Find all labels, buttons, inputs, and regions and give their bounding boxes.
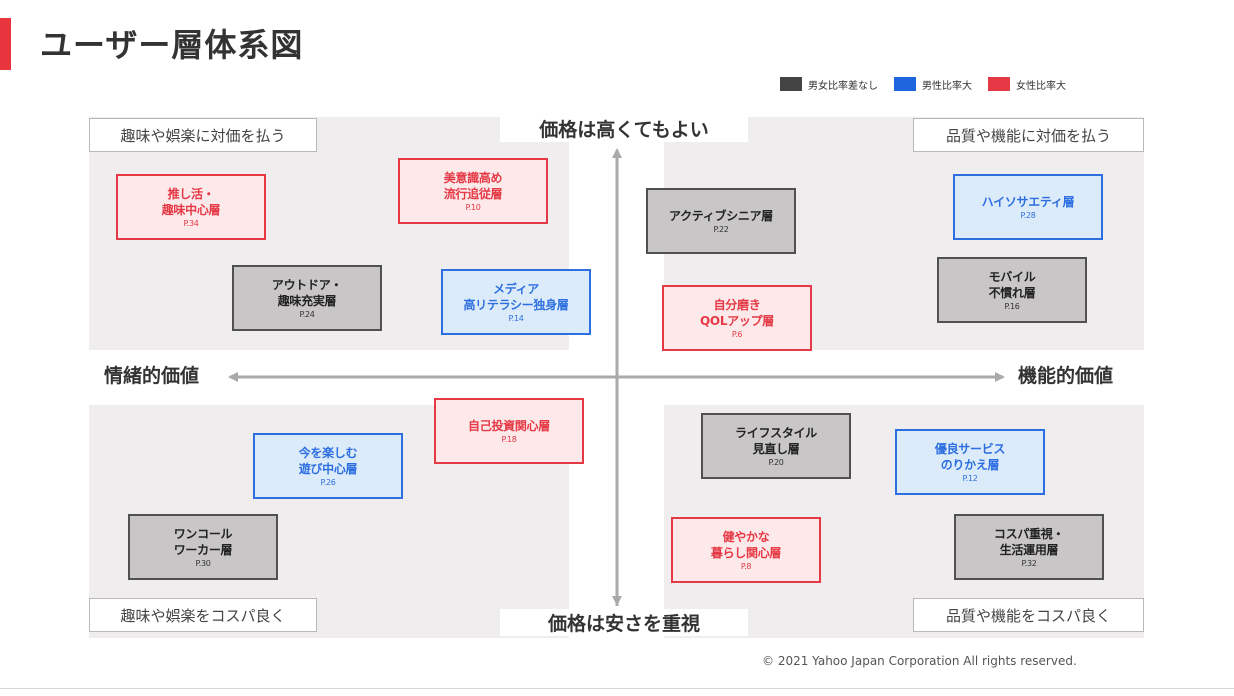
segment-page-ref: P.22	[713, 224, 729, 234]
segment-name-line: 趣味充実層	[277, 293, 337, 308]
segment-page-ref: P.32	[1021, 558, 1037, 568]
footer-divider	[0, 688, 1234, 689]
segment-name-line: ハイソサエティ層	[981, 194, 1075, 209]
corner-label-bottom-left: 趣味や娯楽をコスパ良く	[89, 598, 317, 632]
segment-page-ref: P.20	[768, 457, 784, 467]
segment-page-ref: P.34	[183, 218, 199, 228]
corner-label-top-right: 品質や機能に対価を払う	[913, 118, 1144, 152]
axis-label-bottom: 価格は安さを重視	[500, 609, 748, 636]
segment-name-line: ライフスタイル	[735, 425, 817, 440]
segment-page-ref: P.14	[508, 313, 524, 323]
legend-label-neutral: 男女比率差なし	[808, 80, 878, 92]
segment-name-line: コスパ重視・	[993, 526, 1065, 541]
segment-page-ref: P.16	[1004, 301, 1020, 311]
segment-name-line: 今を楽しむ	[298, 445, 358, 460]
segment-name-line: 推し活・	[167, 186, 215, 201]
segment-name-line: 自己投資関心層	[468, 418, 550, 433]
axis-label-right: 機能的価値	[1010, 361, 1122, 388]
legend-item-male: 男性比率大	[894, 77, 972, 92]
segment-page-ref: P.6	[731, 329, 743, 339]
segment-page-ref: P.24	[299, 309, 315, 319]
segment-name-line: アウトドア・	[271, 277, 343, 292]
segment-name-line: QOLアップ層	[700, 313, 774, 328]
legend: 男女比率差なし 男性比率大 女性比率大	[780, 74, 1066, 94]
segment-name-line: メディア	[493, 281, 539, 296]
legend-swatch-male	[894, 77, 916, 91]
segment-name-line: 不慣れ層	[988, 285, 1036, 300]
segment-name-line: 流行追従層	[443, 186, 503, 201]
axis-label-left: 情緒的価値	[96, 361, 208, 388]
segment-name-line: 健やかな	[722, 529, 770, 544]
segment-name-line: 高リテラシー独身層	[463, 297, 569, 312]
segment-name-line: 自分磨き	[713, 297, 761, 312]
segment-name-line: のりかえ層	[940, 457, 1000, 472]
legend-swatch-neutral	[780, 77, 802, 91]
segment-page-ref: P.12	[962, 473, 978, 483]
segment-name-line: 趣味中心層	[161, 202, 221, 217]
segment-page-ref: P.26	[320, 477, 336, 487]
corner-label-bottom-right: 品質や機能をコスパ良く	[913, 598, 1144, 632]
segment-name-line: ワンコール	[173, 526, 233, 541]
segment-name-line: 生活運用層	[999, 542, 1059, 557]
copyright: © 2021 Yahoo Japan Corporation All right…	[762, 654, 1077, 668]
segment-name-line: 見直し層	[752, 441, 800, 456]
segment-name-line: 遊び中心層	[298, 461, 358, 476]
segment-name-line: 暮らし関心層	[710, 545, 782, 560]
segment-name-line: モバイル	[988, 269, 1036, 284]
legend-item-neutral: 男女比率差なし	[780, 77, 878, 92]
legend-item-female: 女性比率大	[988, 77, 1066, 92]
segment-name-line: ワーカー層	[173, 542, 233, 557]
corner-label-top-left: 趣味や娯楽に対価を払う	[89, 118, 317, 152]
segment-name-line: 美意識高め	[443, 170, 503, 185]
title-accent-bar	[0, 18, 11, 70]
legend-swatch-female	[988, 77, 1010, 91]
page-title: ユーザー層体系図	[40, 26, 304, 64]
segment-page-ref: P.30	[195, 558, 211, 568]
segment-page-ref: P.8	[740, 561, 752, 571]
legend-label-female: 女性比率大	[1016, 80, 1066, 92]
segment-name-line: アクティブシニア層	[669, 208, 773, 223]
segment-name-line: 優良サービス	[934, 441, 1006, 456]
legend-label-male: 男性比率大	[922, 80, 972, 92]
segment-page-ref: P.10	[465, 202, 481, 212]
segment-page-ref: P.18	[501, 434, 517, 444]
axis-label-top: 価格は高くてもよい	[500, 115, 748, 142]
segment-page-ref: P.28	[1020, 210, 1036, 220]
